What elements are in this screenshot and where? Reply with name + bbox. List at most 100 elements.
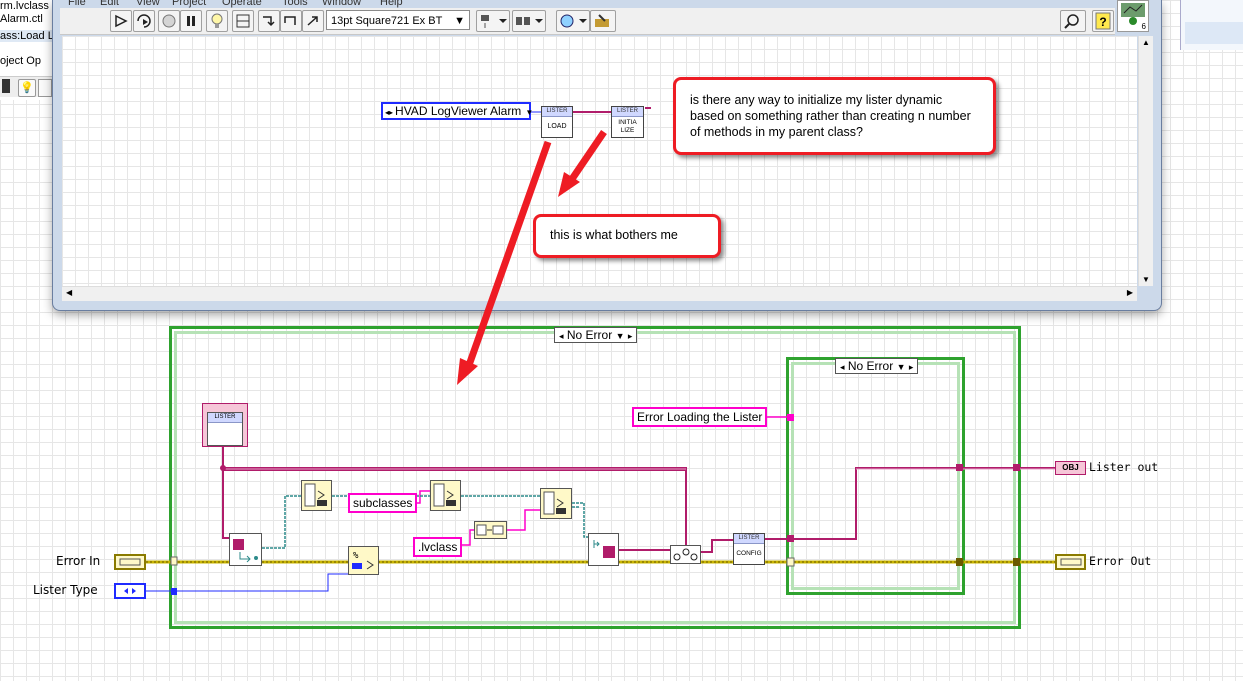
config-subvi-label: CONFIG xyxy=(736,550,762,557)
menu-view[interactable]: View xyxy=(136,0,160,8)
concatenate-strings-node[interactable] xyxy=(474,521,507,539)
build-path-node-2[interactable] xyxy=(540,488,572,519)
scroll-right-icon[interactable]: ▶ xyxy=(1126,288,1133,297)
initialize-subvi-label-1: INITIA xyxy=(618,119,637,126)
vertical-scrollbar[interactable]: ▲ ▼ xyxy=(1138,36,1153,286)
vi-icon: 6 xyxy=(1117,0,1149,32)
red-arrows xyxy=(457,130,607,385)
abort-icon[interactable] xyxy=(158,10,180,32)
search-icon[interactable] xyxy=(1060,10,1086,32)
menu-window[interactable]: Window xyxy=(322,0,362,8)
align-objects-icon[interactable] xyxy=(476,10,510,32)
string-wires xyxy=(412,416,790,546)
enum-constant[interactable]: ◂▸HVAD LogViewer Alarm▼ xyxy=(381,102,534,120)
inner-case-selector[interactable]: ◂ No Error ▼ ▸ xyxy=(835,358,919,374)
run-arrow-icon[interactable] xyxy=(110,10,132,32)
build-path-node-1[interactable] xyxy=(430,480,461,511)
horizontal-scrollbar[interactable]: ◀ ▶ xyxy=(62,286,1137,301)
run-continuously-icon[interactable] xyxy=(133,10,155,32)
initialize-subvi-label-2: LIZE xyxy=(620,127,635,134)
config-subvi-header: LISTER xyxy=(734,534,764,544)
chevron-down-icon: ▼ xyxy=(525,108,534,117)
font-select-value: 13pt Square721 Ex BT xyxy=(331,15,443,27)
step-out-icon[interactable] xyxy=(302,10,324,32)
menu-tools[interactable]: Tools xyxy=(282,0,308,8)
lister-class-header: LISTER xyxy=(208,413,242,423)
error-out-terminal[interactable] xyxy=(1055,554,1086,570)
scroll-left-icon[interactable]: ◀ xyxy=(66,288,73,297)
lister-out-label: Lister out xyxy=(1089,460,1159,474)
bothers-callout: this is what bothers me xyxy=(533,214,721,258)
highlight-execution-icon[interactable] xyxy=(206,10,228,32)
retain-wire-values-icon[interactable] xyxy=(232,10,254,32)
error-tunnel-out xyxy=(1013,558,1020,566)
inner-case-selector-value: No Error xyxy=(847,359,894,373)
initialize-subvi[interactable]: LISTER INITIA LIZE xyxy=(611,106,644,138)
bg-window-line-2: Alarm.ctl xyxy=(0,13,43,25)
font-select[interactable]: 13pt Square721 Ex BT ▼ xyxy=(326,10,470,30)
subclasses-constant-value: subclasses xyxy=(353,496,413,510)
lvclass-constant[interactable]: .lvclass xyxy=(413,537,463,557)
to-more-specific-class-node[interactable] xyxy=(670,545,701,564)
decrement-icon[interactable]: ◂ xyxy=(559,331,564,341)
class-wires xyxy=(222,107,1055,553)
subclasses-constant[interactable]: subclasses xyxy=(348,493,418,513)
bothers-callout-text: this is what bothers me xyxy=(550,228,678,242)
load-subvi[interactable]: LISTER LOAD xyxy=(541,106,573,138)
load-subvi-header: LISTER xyxy=(542,107,572,117)
chevron-down-icon[interactable]: ▼ xyxy=(896,362,906,372)
lister-out-terminal[interactable]: OBJ xyxy=(1055,461,1086,475)
lister-class-constant-body: LISTER xyxy=(207,412,243,446)
class-tunnel-out xyxy=(1013,464,1020,471)
reorder-icon[interactable] xyxy=(556,10,590,32)
menu-bar: File Edit View Project Operate Tools Win… xyxy=(62,0,1117,8)
question-callout-text: is there any way to initialize my lister… xyxy=(690,93,971,139)
error-in-terminal[interactable] xyxy=(114,554,146,570)
lister-class-constant[interactable]: LISTER xyxy=(202,403,248,447)
strip-path-node-1[interactable] xyxy=(301,480,332,511)
lister-type-label: Lister Type xyxy=(33,583,98,597)
error-loading-constant[interactable]: Error Loading the Lister xyxy=(632,407,768,427)
help-icon[interactable]: ? xyxy=(1092,10,1114,32)
background-window: rm.lvclass Alarm.ctl ass:Load L oject Op… xyxy=(0,0,54,100)
bg-window-line-3: ass:Load L xyxy=(0,30,54,42)
menu-edit[interactable]: Edit xyxy=(100,0,119,8)
bg-window-toolbar: 💡 xyxy=(0,76,52,97)
menu-help[interactable]: Help xyxy=(380,0,403,8)
error-in-label: Error In xyxy=(56,554,101,568)
config-subvi[interactable]: LISTER CONFIG xyxy=(733,533,765,565)
case-selector-value: No Error xyxy=(566,328,613,342)
error-loading-constant-value: Error Loading the Lister xyxy=(637,410,763,424)
decrement-icon[interactable]: ◂ xyxy=(840,362,845,372)
cleanup-diagram-icon[interactable] xyxy=(590,10,616,32)
wire-junction xyxy=(220,465,226,471)
case-selector[interactable]: ◂ No Error ▼ ▸ xyxy=(554,327,638,343)
step-over-icon[interactable] xyxy=(280,10,302,32)
bg-run-icon xyxy=(2,79,10,93)
get-lvclass-default-value-node[interactable] xyxy=(588,533,619,566)
increment-icon[interactable]: ▸ xyxy=(908,362,914,372)
lister-type-tunnel xyxy=(171,588,177,595)
menu-project[interactable]: Project xyxy=(172,0,207,8)
bg-lightbulb-icon[interactable]: 💡 xyxy=(18,79,36,97)
vi-icon-badge: 6 xyxy=(1141,22,1146,31)
toolbar: 13pt Square721 Ex BT ▼ ? xyxy=(60,8,1115,35)
bg-window-menu: oject Op xyxy=(0,55,41,67)
step-into-icon[interactable] xyxy=(258,10,280,32)
enum-wire xyxy=(146,111,541,592)
menu-operate[interactable]: Operate xyxy=(222,0,262,8)
bg-probe-icon[interactable] xyxy=(38,79,52,97)
chevron-down-icon: ▼ xyxy=(454,15,465,27)
chevron-down-icon[interactable]: ▼ xyxy=(615,331,625,341)
load-subvi-label: LOAD xyxy=(547,123,567,130)
get-lvclass-path-node[interactable] xyxy=(229,533,262,566)
scroll-up-icon[interactable]: ▲ xyxy=(1142,38,1150,47)
increment-icon[interactable]: ▸ xyxy=(627,331,633,341)
distribute-objects-icon[interactable] xyxy=(512,10,546,32)
format-string-node[interactable]: % xyxy=(348,546,379,575)
lister-type-terminal[interactable] xyxy=(114,583,146,599)
menu-file[interactable]: File xyxy=(68,0,86,8)
pause-icon[interactable] xyxy=(180,10,202,32)
scroll-down-icon[interactable]: ▼ xyxy=(1142,275,1150,284)
